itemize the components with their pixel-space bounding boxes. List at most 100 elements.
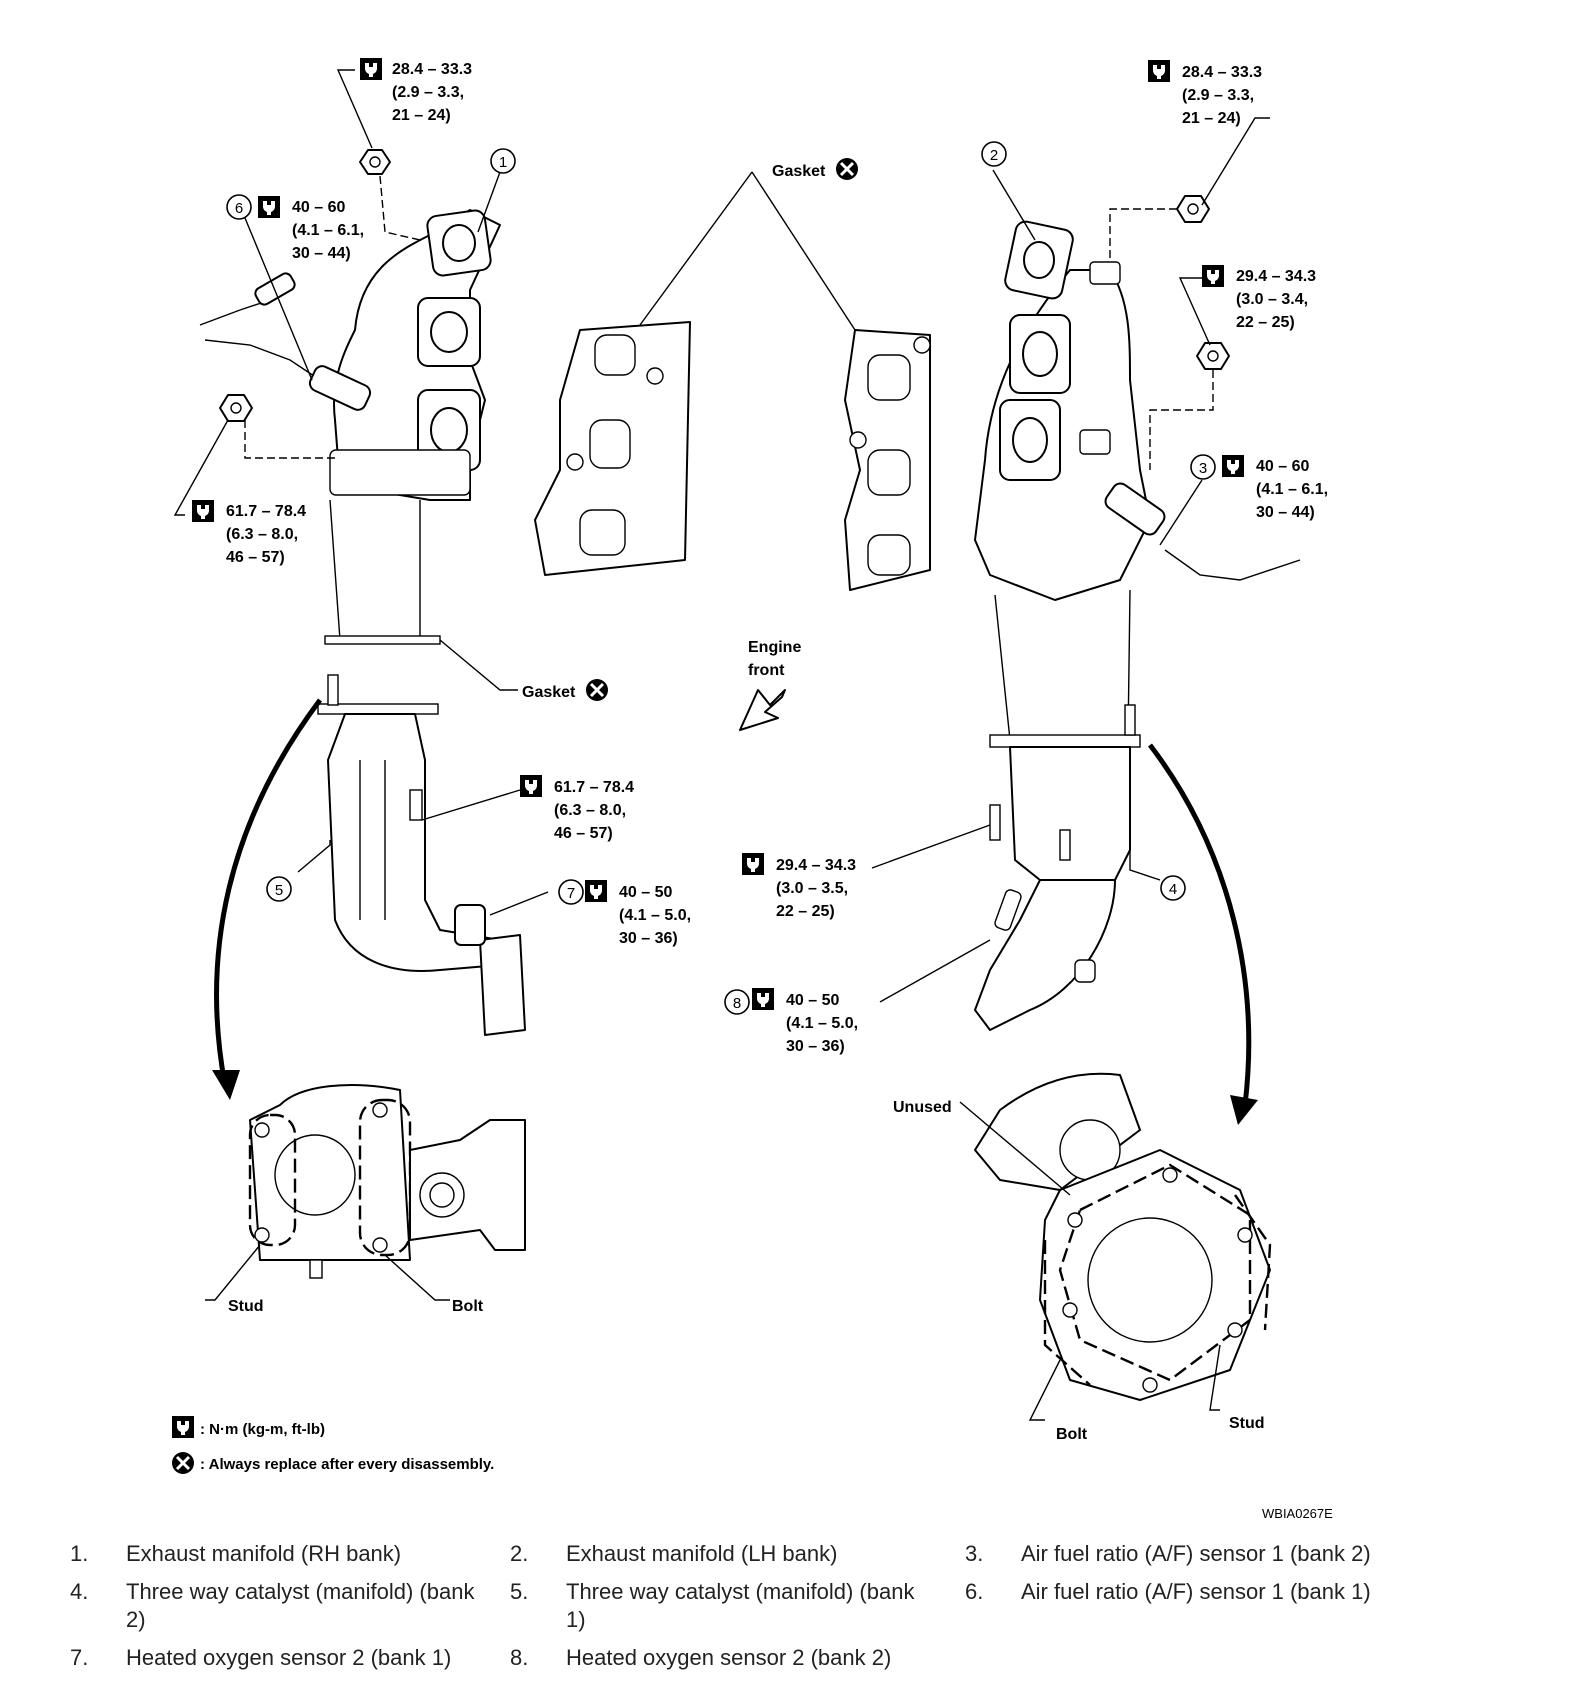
leader-6 — [244, 217, 313, 381]
torque-wrench-icon — [752, 988, 774, 1010]
torque-line: 40 – 50 — [786, 992, 839, 1009]
part-number: 4. — [70, 1579, 89, 1604]
leader-2 — [992, 169, 1036, 241]
parts-list-row: 7.Heated oxygen sensor 2 (bank 1) 8.Heat… — [70, 1644, 1530, 1682]
torque-line: (4.1 – 5.0, — [786, 1015, 858, 1032]
torque-line: 30 – 36) — [786, 1038, 845, 1055]
gasket-text: Gasket — [772, 163, 826, 180]
torque-line: (3.0 – 3.5, — [776, 880, 848, 897]
torque-line: (2.9 – 3.3, — [1182, 87, 1254, 104]
part-number: 5. — [510, 1579, 529, 1604]
leader-3 — [1159, 479, 1203, 546]
lh-nut-mid — [1196, 342, 1230, 370]
unused-label: Unused — [893, 1099, 952, 1116]
part-number: 8. — [510, 1645, 529, 1670]
leader-7 — [489, 891, 549, 916]
torque-line: 28.4 – 33.3 — [392, 61, 472, 78]
replace-x-icon — [584, 677, 610, 703]
rh-nut-lower — [219, 394, 253, 422]
part-number: 1. — [70, 1541, 89, 1566]
torque-wrench-icon — [172, 1416, 194, 1438]
torque-line: 22 – 25) — [1236, 314, 1295, 331]
rh-gasket — [324, 635, 441, 645]
lh-nut-top-path — [1109, 208, 1177, 262]
callout-number: 6 — [235, 200, 243, 217]
callout-7: 7 — [558, 879, 584, 905]
torque-line: 40 – 60 — [292, 199, 345, 216]
callout-number: 8 — [733, 995, 741, 1012]
legend-torque-text: : N·m (kg-m, ft-lb) — [200, 1421, 325, 1438]
torque-wrench-icon — [520, 775, 542, 797]
part-name: Heated oxygen sensor 2 (bank 1) — [126, 1645, 452, 1670]
callout-2: 2 — [981, 141, 1007, 167]
exhaust-manifold-diagram: 28.4 – 33.3 (2.9 – 3.3, 21 – 24) 40 – 60… — [170, 58, 1333, 1520]
torque-line: 21 – 24) — [392, 107, 451, 124]
torque-sensor-8: 40 – 50 (4.1 – 5.0, 30 – 36) — [752, 988, 858, 1055]
gasket-right — [844, 329, 931, 591]
callout-1: 1 — [490, 148, 516, 174]
engine-front-arrow-icon — [739, 689, 786, 731]
callout-number: 1 — [499, 154, 507, 171]
torque-line: 46 – 57) — [554, 825, 613, 842]
replace-x-icon — [170, 1450, 196, 1476]
torque-wrench-icon — [742, 853, 764, 875]
torque-rh-nut-lower: 61.7 – 78.4 (6.3 – 8.0, 46 – 57) — [192, 500, 306, 566]
rh-nut-top — [359, 149, 391, 175]
right-arrowhead-icon — [1230, 1095, 1258, 1125]
part-name: Exhaust manifold (LH bank) — [566, 1541, 838, 1566]
part-name: Air fuel ratio (A/F) sensor 1 (bank 1) — [1021, 1579, 1371, 1604]
lh-flange — [989, 734, 1141, 748]
right-detail-flange — [974, 1072, 1272, 1401]
torque-line: 21 – 24) — [1182, 110, 1241, 127]
torque-sensor-7: 40 – 50 (4.1 – 5.0, 30 – 36) — [585, 880, 691, 947]
unused-leader — [959, 1101, 1071, 1196]
figure-code: WBIA0267E — [1262, 1506, 1333, 1520]
callout-number: 7 — [567, 885, 575, 902]
leader-lh-nut-top — [1201, 117, 1270, 206]
torque-cat5-stud: 61.7 – 78.4 (6.3 – 8.0, 46 – 57) — [520, 775, 634, 842]
torque-wrench-icon — [1202, 265, 1224, 287]
engine-front-label: front — [748, 662, 785, 679]
torque-wrench-icon — [585, 880, 607, 902]
leader-rh-nut-lower — [173, 419, 229, 516]
leader-cat5-stud — [421, 789, 521, 821]
rh-three-way-catalyst-5 — [327, 713, 526, 1036]
torque-line: (4.1 – 6.1, — [292, 222, 364, 239]
lh-three-way-catalyst-4 — [974, 746, 1131, 1031]
callout-5: 5 — [266, 876, 292, 902]
part-name: Air fuel ratio (A/F) sensor 1 (bank 2) — [1021, 1541, 1371, 1566]
lh-exhaust-manifold — [974, 220, 1151, 601]
torque-line: 40 – 50 — [619, 884, 672, 901]
part-name: Exhaust manifold (RH bank) — [126, 1541, 402, 1566]
rh-nut-top-path — [379, 175, 421, 241]
torque-sensor-6: 40 – 60 (4.1 – 6.1, 30 – 44) — [258, 196, 364, 262]
right-detail-arrow-icon — [1148, 743, 1252, 1106]
gasket-left — [534, 321, 691, 576]
replace-x-icon — [834, 156, 860, 182]
leader-rh-nut-top — [336, 69, 373, 149]
torque-line: 30 – 36) — [619, 930, 678, 947]
torque-wrench-icon — [1222, 455, 1244, 477]
torque-line: (4.1 – 6.1, — [1256, 481, 1328, 498]
left-detail-flange — [248, 1084, 526, 1279]
leader-cat4-stud — [871, 824, 991, 869]
rh-manifold-outlet — [329, 499, 421, 641]
torque-cat4-stud: 29.4 – 34.3 (3.0 – 3.5, 22 – 25) — [742, 853, 856, 920]
lh-nut-mid-path — [1149, 370, 1214, 470]
torque-line: (6.3 – 8.0, — [226, 526, 298, 543]
legend-replace: : Always replace after every disassembly… — [170, 1450, 494, 1476]
rh-catalyst-studs — [327, 674, 423, 821]
part-number: 2. — [510, 1541, 529, 1566]
lh-manifold-outlet — [994, 589, 1131, 741]
left-stud-leader — [205, 1244, 261, 1301]
torque-line: 29.4 – 34.3 — [1236, 268, 1316, 285]
parts-list: 1. Exhaust manifold (RH bank) 2. Exhaust m… — [70, 1540, 1530, 1682]
part-name: Three way catalyst (manifold) (bank 2) — [126, 1579, 475, 1632]
callout-6: 6 — [226, 194, 252, 220]
leader-5 — [297, 840, 331, 873]
left-arrowhead-icon — [212, 1070, 240, 1100]
lh-af-sensor-3 — [1104, 482, 1301, 581]
left-detail-arrow-icon — [214, 698, 323, 1086]
torque-wrench-icon — [258, 196, 280, 218]
leader-8 — [879, 939, 991, 1003]
